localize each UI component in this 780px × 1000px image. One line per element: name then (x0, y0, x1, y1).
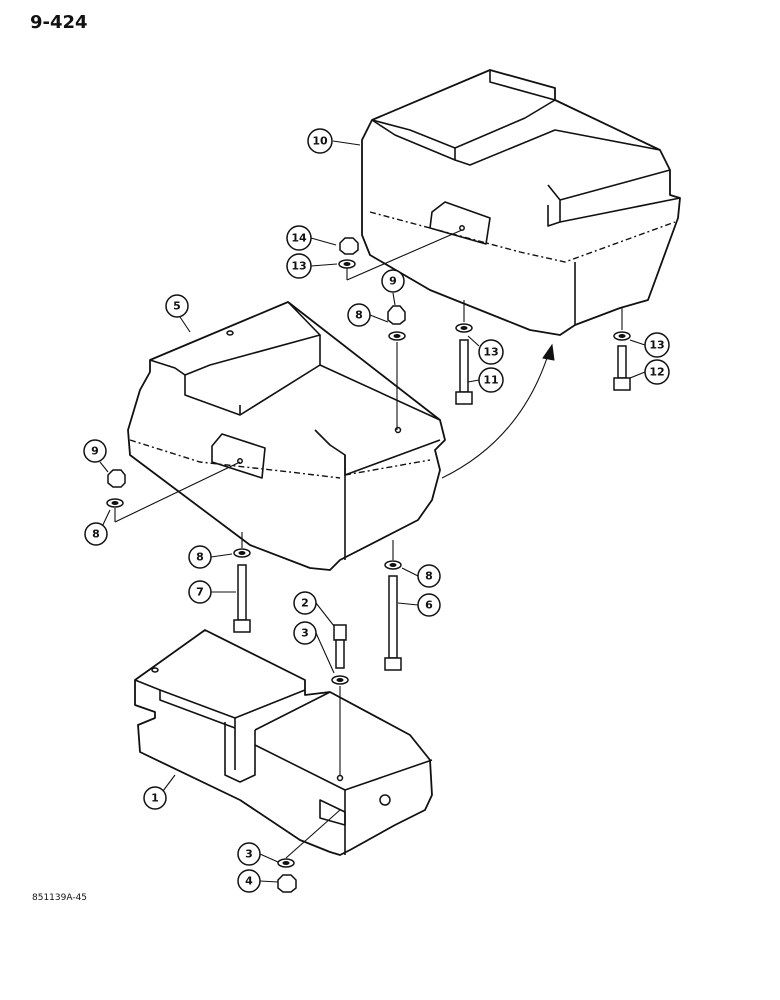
callout-6: 6 (417, 593, 441, 617)
callout-12: 12 (644, 359, 670, 385)
svg-text:9: 9 (389, 275, 397, 288)
counterweight-top (361, 69, 681, 336)
counterweight-middle (127, 301, 446, 571)
arrow-head (542, 343, 555, 361)
svg-text:14: 14 (291, 232, 307, 245)
callout-11: 11 (478, 367, 504, 393)
svg-text:13: 13 (649, 339, 664, 352)
callout-4: 4 (237, 869, 261, 893)
svg-text:8: 8 (355, 309, 363, 322)
svg-text:5: 5 (173, 300, 181, 313)
svg-text:6: 6 (425, 599, 433, 612)
weight-bracket-bottom (134, 629, 433, 856)
svg-text:3: 3 (245, 848, 253, 861)
callout-8: 8 (188, 545, 212, 569)
svg-text:1: 1 (151, 792, 159, 805)
svg-text:13: 13 (291, 260, 306, 273)
callout-5: 5 (165, 294, 189, 318)
alignment-lines (114, 229, 623, 859)
callout-13: 13 (286, 253, 312, 279)
page-number: 9-424 (30, 12, 88, 33)
svg-text:7: 7 (196, 586, 204, 599)
callout-9: 9 (381, 269, 405, 293)
callout-13: 13 (644, 332, 670, 358)
svg-text:4: 4 (245, 875, 253, 888)
svg-text:13: 13 (483, 346, 498, 359)
callout-10: 10 (307, 128, 333, 154)
callout-8: 8 (347, 303, 371, 327)
svg-text:8: 8 (425, 570, 433, 583)
callout-3: 3 (293, 621, 317, 645)
svg-text:8: 8 (92, 528, 100, 541)
callout-leaders (99, 140, 646, 883)
callout-14: 14 (286, 225, 312, 251)
callout-2: 2 (293, 591, 317, 615)
svg-text:2: 2 (301, 597, 309, 610)
hardware-items (106, 237, 631, 893)
svg-text:8: 8 (196, 551, 204, 564)
callout-7: 7 (188, 580, 212, 604)
callout-9: 9 (83, 439, 107, 463)
svg-text:9: 9 (91, 445, 99, 458)
svg-text:12: 12 (649, 366, 664, 379)
callout-13: 13 (478, 339, 504, 365)
svg-text:11: 11 (483, 374, 498, 387)
callout-8: 8 (417, 564, 441, 588)
svg-text:3: 3 (301, 627, 309, 640)
svg-text:10: 10 (312, 135, 328, 148)
figure-code: 851139A-45 (32, 893, 88, 903)
callout-1: 1 (143, 786, 167, 810)
assembly-arrow (441, 354, 549, 479)
callout-8: 8 (84, 522, 108, 546)
callout-3: 3 (237, 842, 261, 866)
